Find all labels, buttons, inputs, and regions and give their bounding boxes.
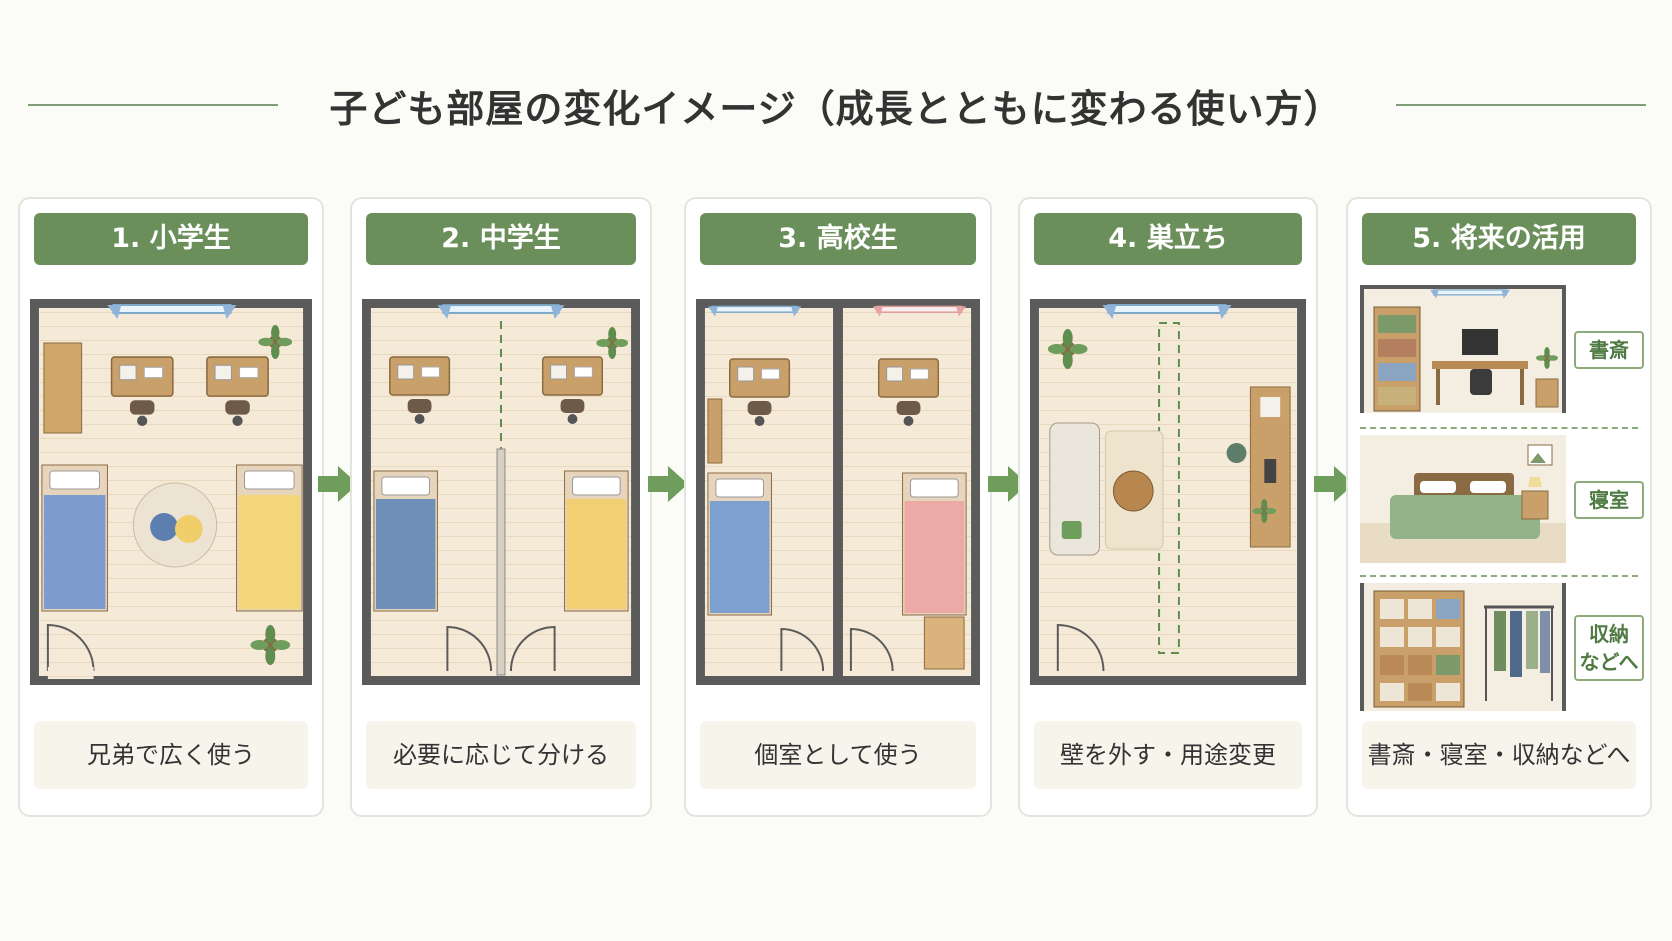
stage-caption: 個室として使う: [700, 721, 976, 789]
future-room-study: 書斎: [1360, 285, 1644, 413]
room-label-bedroom: 寝室: [1574, 481, 1644, 519]
future-room-bedroom: 寝室: [1360, 435, 1644, 563]
stage-badge: 2. 中学生: [366, 213, 636, 265]
stage-caption: 書斎・寝室・収納などへ: [1362, 721, 1636, 789]
room-label-storage: 収納 などへ: [1574, 615, 1644, 681]
floor-plan-private-rooms: [696, 299, 980, 685]
stage-card-4: 4. 巣立ち 壁を外す・用途変更: [1018, 197, 1318, 817]
arrow-right-icon: [318, 466, 358, 502]
stage-badge: 1. 小学生: [34, 213, 308, 265]
stage-card-3: 3. 高校生 個室として使う: [684, 197, 992, 817]
floor-plan-open-room: [1030, 299, 1306, 685]
storage-room-icon: [1360, 583, 1566, 711]
page-title: 子ども部屋の変化イメージ（成長とともに変わる使い方）: [329, 87, 1343, 131]
title-divider-right: [1396, 104, 1646, 106]
stage-card-2: 2. 中学生 必要に応じて分ける: [350, 197, 652, 817]
stage-caption: 兄弟で広く使う: [34, 721, 308, 789]
stage-card-5: 5. 将来の活用 書斎: [1346, 197, 1652, 817]
title-row: 子ども部屋の変化イメージ（成長とともに変わる使い方）: [0, 72, 1672, 142]
title-divider-left: [28, 104, 278, 106]
floor-plan-shared-room: [30, 299, 312, 685]
room-label-study: 書斎: [1574, 331, 1644, 369]
stage-card-1: 1. 小学生 兄弟で広く使う: [18, 197, 324, 817]
future-room-storage: 収納 などへ: [1360, 583, 1644, 711]
stage-badge: 3. 高校生: [700, 213, 976, 265]
room-divider: [1360, 575, 1638, 577]
study-room-icon: [1360, 285, 1566, 413]
bedroom-icon: [1360, 435, 1566, 563]
stage-badge: 5. 将来の活用: [1362, 213, 1636, 265]
arrow-right-icon: [1314, 466, 1354, 502]
room-divider: [1360, 427, 1638, 429]
floor-plan-divisible-room: [362, 299, 640, 685]
stage-badge: 4. 巣立ち: [1034, 213, 1302, 265]
future-rooms: 書斎 寝室: [1360, 285, 1644, 711]
stage-caption: 壁を外す・用途変更: [1034, 721, 1302, 789]
arrow-right-icon: [648, 466, 688, 502]
stage-caption: 必要に応じて分ける: [366, 721, 636, 789]
